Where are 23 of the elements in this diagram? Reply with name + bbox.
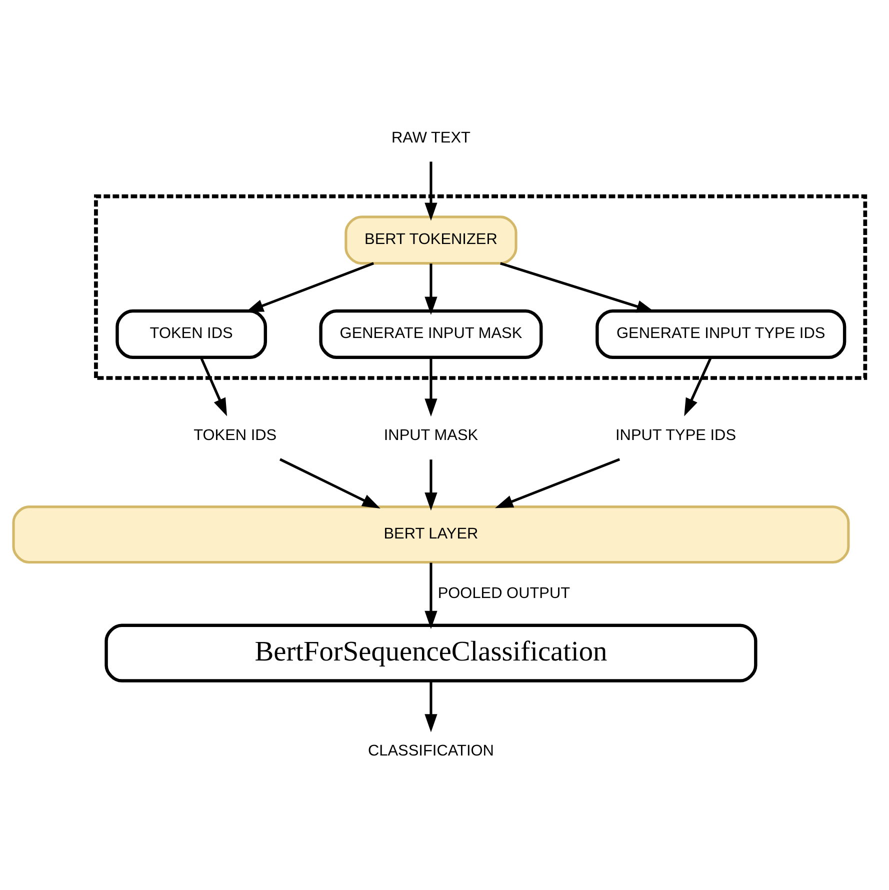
node-box: BERT TOKENIZER [344,216,518,265]
node-text: RAW TEXT [391,129,470,146]
node-box: BertForSequenceClassification [104,624,758,682]
arrow [424,162,438,221]
cluster [94,194,868,380]
arrow [495,458,620,508]
arrow [684,356,712,416]
arrow [424,460,438,511]
node-text: INPUT TYPE IDS [616,426,736,444]
node-box: GENERATE INPUT TYPE IDS [596,309,846,359]
arrow [424,562,438,629]
arrow [424,681,438,732]
node-text: INPUT MASK [384,426,478,444]
arrow [279,458,380,508]
node-text: TOKEN IDS [194,426,277,444]
arrow [200,356,227,416]
node-box: BERT LAYER [12,506,850,564]
arrow [424,358,438,417]
node-box: TOKEN IDS [116,309,268,359]
node-box: GENERATE INPUT MASK [319,309,543,359]
edge-label: POOLED OUTPUT [438,584,570,602]
node-text: CLASSIFICATION [368,742,494,760]
arrow [424,264,438,315]
